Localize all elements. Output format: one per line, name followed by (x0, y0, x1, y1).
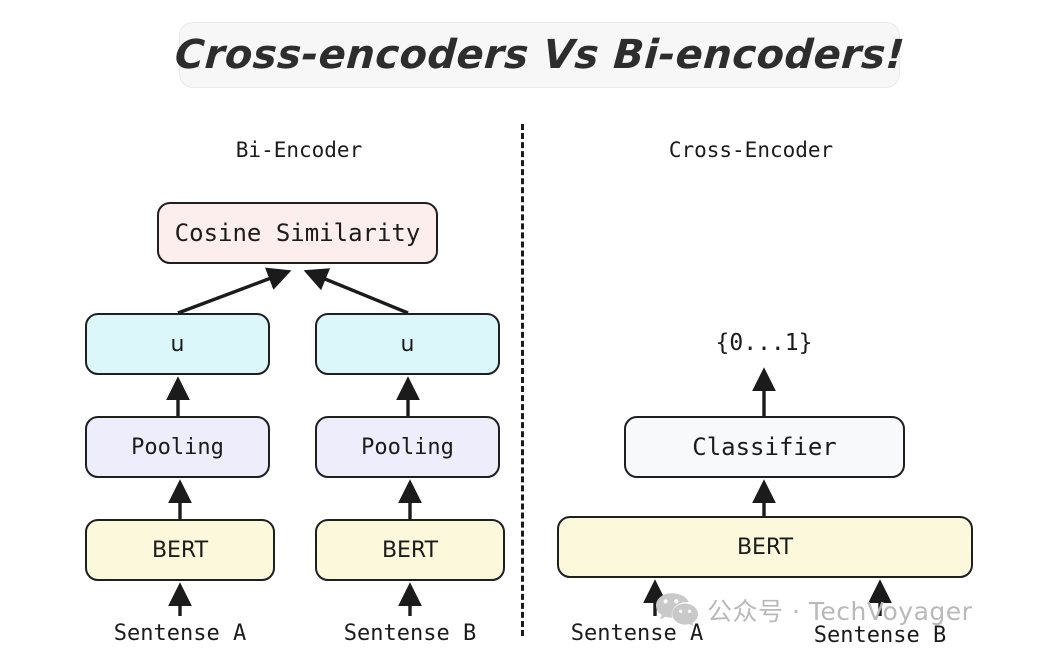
page-title-box: Cross-encoders Vs Bi-encoders! (173, 22, 906, 88)
label-input-sentence-a-cross: Sentense A (570, 621, 704, 646)
node-pooling-a: Pooling (85, 416, 270, 478)
node-embedding-u-b: u (315, 313, 500, 375)
node-cosine-similarity: Cosine Similarity (157, 202, 438, 264)
node-embedding-u-a: u (85, 313, 270, 375)
page-title: Cross-encoders Vs Bi-encoders! (173, 32, 906, 78)
label-output-range: {0...1} (715, 330, 813, 356)
vertical-dashed-divider (521, 124, 524, 636)
arrow-ua-to-cosine (177, 267, 292, 315)
section-header-bi-encoder: Bi-Encoder (235, 138, 363, 162)
node-bert-a: BERT (85, 519, 275, 581)
label-input-sentence-a-bi: Sentense A (113, 621, 247, 646)
node-bert-b: BERT (315, 519, 505, 581)
node-classifier: Classifier (624, 416, 905, 478)
section-header-cross-encoder: Cross-Encoder (668, 138, 834, 162)
node-pooling-b: Pooling (315, 416, 500, 478)
label-input-sentence-b-bi: Sentense B (343, 621, 477, 646)
node-bert-cross: BERT (557, 516, 973, 578)
label-input-sentence-b-cross: Sentense B (813, 623, 947, 648)
arrow-ub-to-cosine (303, 268, 409, 315)
